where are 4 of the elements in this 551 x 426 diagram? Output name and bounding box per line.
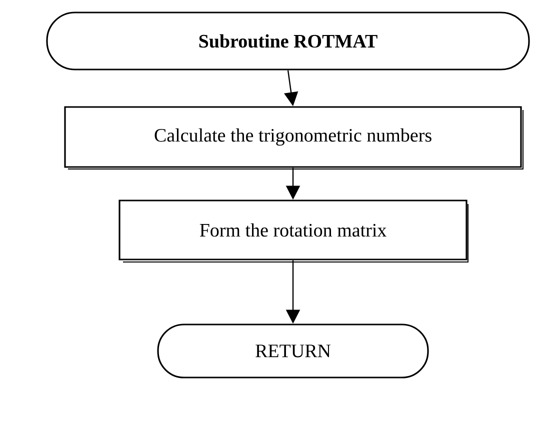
process-box: Calculate the trigonometric numbers [64,106,524,170]
process-box: Form the rotation matrix [118,200,468,262]
terminal-box: Subroutine ROTMAT [46,12,530,70]
terminal-box: RETURN [157,324,429,378]
